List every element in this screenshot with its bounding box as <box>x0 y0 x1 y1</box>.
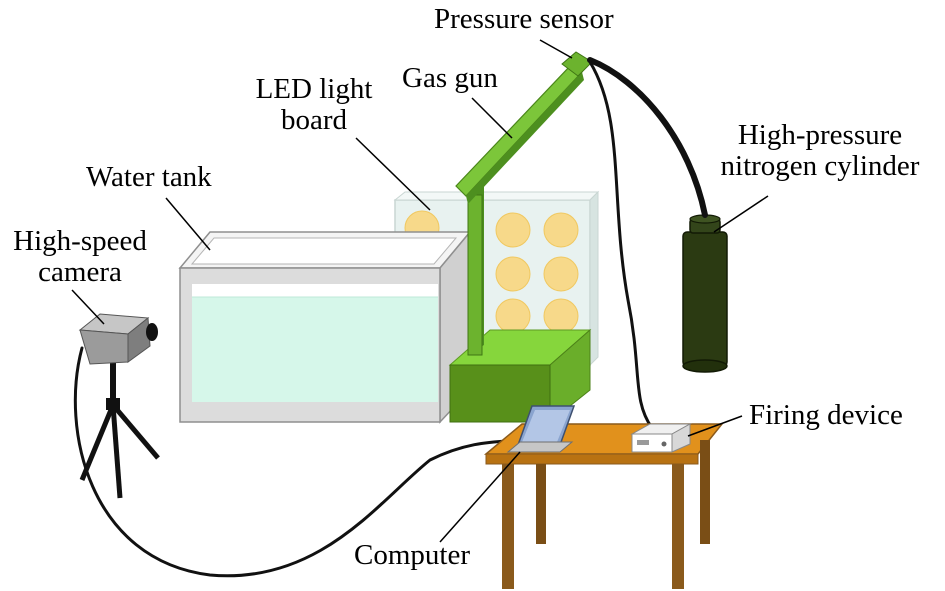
led-lamp <box>543 256 579 292</box>
label-pressure-sensor: Pressure sensor <box>434 3 614 35</box>
leader-water-tank <box>165 197 211 251</box>
label-high-speed-camera-line2: camera <box>38 256 122 288</box>
label-nitrogen-cylinder-line1: High-pressure <box>737 119 903 151</box>
leader-camera <box>71 289 105 325</box>
led-lamp <box>543 298 579 334</box>
firing-device <box>630 423 692 453</box>
gas-hose <box>587 57 708 218</box>
laptop <box>506 405 576 453</box>
high-speed-camera <box>78 313 160 499</box>
label-nitrogen-cylinder: High-pressure nitrogen cylinder <box>700 120 940 182</box>
led-lamp <box>495 212 531 248</box>
label-high-speed-camera-line1: High-speed <box>13 225 147 257</box>
leader-gas-gun <box>471 97 513 139</box>
gas-gun <box>455 63 584 356</box>
led-lamp <box>495 298 531 334</box>
leader-lines <box>71 39 769 543</box>
label-water-tank: Water tank <box>86 161 212 193</box>
label-led-light-board-line1: LED light <box>255 73 373 105</box>
signal-cable-camera <box>73 346 522 578</box>
led-lamp <box>543 212 579 248</box>
cables <box>73 57 708 578</box>
label-led-light-board: LED light board <box>244 74 384 136</box>
label-led-light-board-line2: board <box>280 104 348 136</box>
nitrogen-cylinder <box>682 214 728 373</box>
water <box>192 297 438 402</box>
label-high-speed-camera: High-speed camera <box>0 226 160 288</box>
leader-pressure-sensor <box>539 39 573 59</box>
label-firing-device: Firing device <box>749 399 903 431</box>
leader-led-board <box>355 137 431 211</box>
label-nitrogen-cylinder-line2: nitrogen cylinder <box>720 150 920 182</box>
gas-gun-base <box>448 328 592 424</box>
leader-firing-device <box>687 415 743 437</box>
leader-computer <box>439 451 521 543</box>
signal-cable-firing <box>588 60 654 430</box>
water-tank <box>178 229 472 424</box>
leader-nitrogen <box>713 195 769 233</box>
label-gas-gun: Gas gun <box>402 62 498 94</box>
label-computer: Computer <box>354 539 470 571</box>
led-lamp <box>495 256 531 292</box>
